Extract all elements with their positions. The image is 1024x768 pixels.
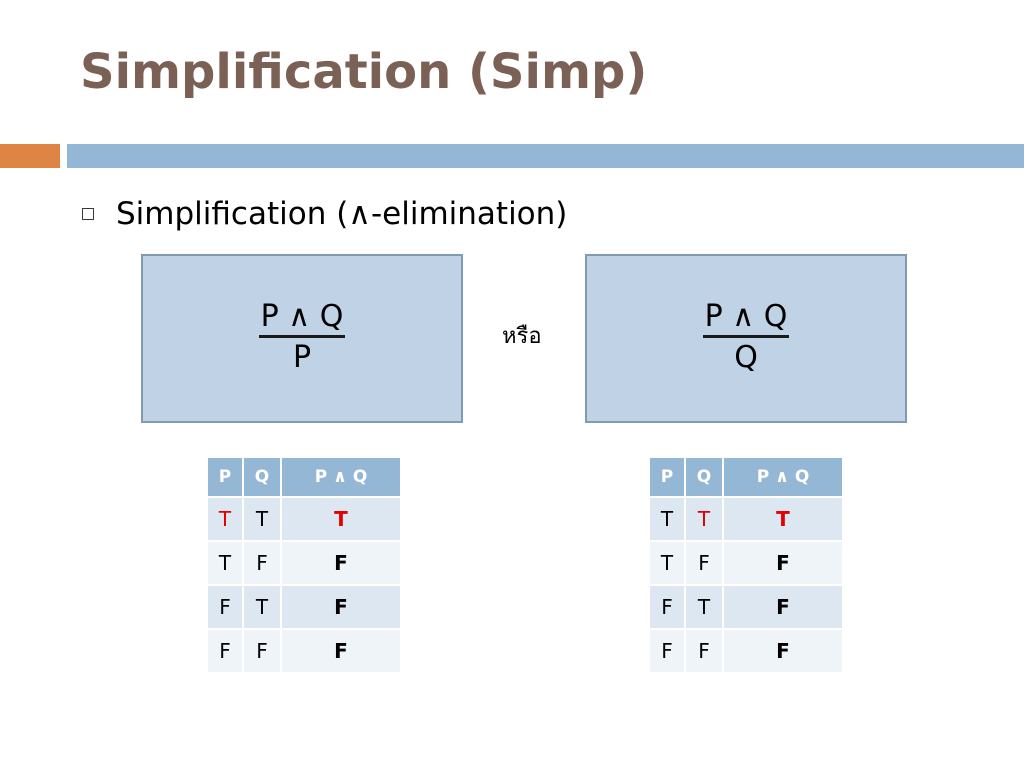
table-cell: F <box>722 584 844 630</box>
table-cell: F <box>206 628 244 674</box>
column-header: Q <box>684 456 724 498</box>
column-header: Q <box>242 456 282 498</box>
rule-conclusion: Q <box>734 340 758 375</box>
column-header: P ∧ Q <box>722 456 844 498</box>
table-cell: T <box>648 496 686 542</box>
rule-premise: P ∧ Q <box>702 300 790 338</box>
column-header: P <box>648 456 686 498</box>
column-header: P ∧ Q <box>280 456 402 498</box>
table-cell: T <box>722 496 844 542</box>
table-cell: F <box>280 584 402 630</box>
table-header-row: P Q P ∧ Q <box>648 456 844 498</box>
table-cell: F <box>684 540 724 586</box>
table-cell: F <box>648 628 686 674</box>
table-cell: F <box>280 540 402 586</box>
rule-premise: P ∧ Q <box>258 300 346 338</box>
table-header-row: P Q P ∧ Q <box>206 456 402 498</box>
square-bullet-icon <box>82 208 94 220</box>
table-cell: T <box>206 540 244 586</box>
table-cell: F <box>648 584 686 630</box>
table-row: T T T <box>206 496 402 542</box>
table-row: T F F <box>206 540 402 586</box>
slide-title: Simplification (Simp) <box>80 44 648 100</box>
table-row: F T F <box>648 584 844 630</box>
table-row: T F F <box>648 540 844 586</box>
table-row: F T F <box>206 584 402 630</box>
column-header: P <box>206 456 244 498</box>
accent-bar-blue <box>67 144 1024 168</box>
rule-conclusion: P <box>292 340 312 375</box>
table-cell: F <box>242 540 282 586</box>
table-cell: T <box>280 496 402 542</box>
table-cell: T <box>206 496 244 542</box>
table-cell: F <box>722 540 844 586</box>
table-cell: T <box>242 584 282 630</box>
table-cell: F <box>684 628 724 674</box>
rule-box-left: P ∧ Q P <box>141 254 463 423</box>
truth-table-right: P Q P ∧ Q T T T T F F F T F F F F <box>648 456 844 674</box>
table-cell: T <box>242 496 282 542</box>
table-cell: F <box>206 584 244 630</box>
table-cell: F <box>722 628 844 674</box>
table-row: F F F <box>648 628 844 674</box>
table-cell: F <box>280 628 402 674</box>
table-cell: T <box>648 540 686 586</box>
table-row: F F F <box>206 628 402 674</box>
rule-box-right: P ∧ Q Q <box>585 254 907 423</box>
truth-table-left: P Q P ∧ Q T T T T F F F T F F F F <box>206 456 402 674</box>
or-label: หรือ <box>502 324 542 349</box>
table-cell: T <box>684 496 724 542</box>
bullet-item: Simplification (∧-elimination) <box>82 196 567 232</box>
bullet-text: Simplification (∧-elimination) <box>116 196 568 232</box>
table-cell: F <box>242 628 282 674</box>
accent-bar-orange <box>0 144 60 168</box>
table-row: T T T <box>648 496 844 542</box>
table-cell: T <box>684 584 724 630</box>
